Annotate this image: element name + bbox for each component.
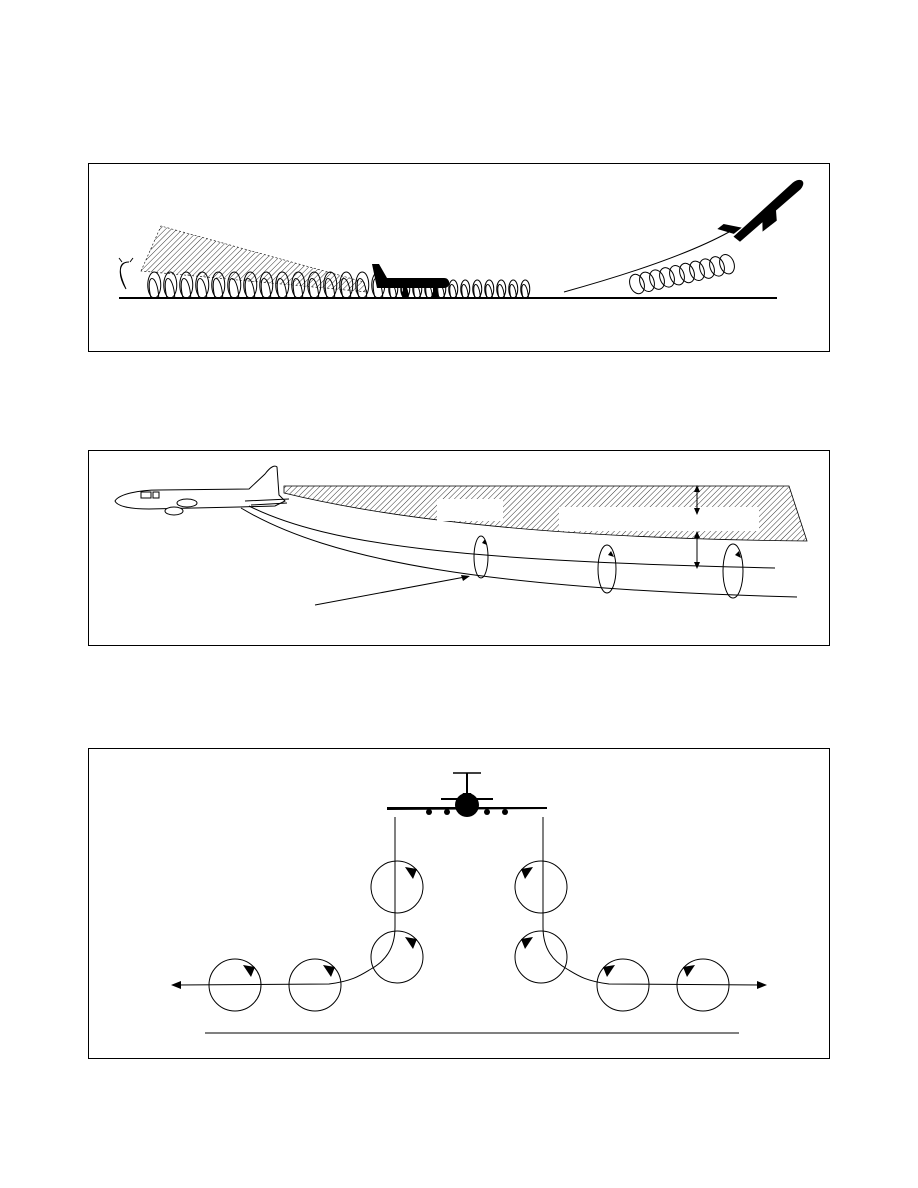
wake-descent-panel	[88, 450, 830, 646]
ground-vortex-loop	[496, 279, 507, 299]
vortex-circle	[514, 930, 568, 984]
ground-vortex-loop	[472, 279, 483, 299]
ground-vortex-loop	[164, 278, 176, 299]
vortex-ring-1-arrow	[482, 539, 487, 545]
rotation-arrowhead	[521, 867, 533, 879]
climb-path	[563, 231, 730, 293]
climb-vortex-coil	[699, 258, 715, 279]
climb-vortex-coil	[669, 265, 685, 286]
ground-vortex-loop	[260, 278, 272, 299]
ground-vortex-loop	[212, 278, 224, 299]
departing-aircraft-icon	[717, 179, 804, 242]
taxi-aircraft-icon	[372, 264, 450, 299]
ground-vortex-loop	[211, 271, 226, 299]
ground-vortex-loop	[276, 278, 288, 299]
ground-vortex-loop	[521, 284, 529, 299]
rotation-arrowhead	[405, 867, 417, 879]
vortex-circle	[676, 958, 730, 1012]
ground-vortex-loop	[275, 271, 290, 299]
pointer-arrowhead	[461, 575, 470, 581]
vortex-circle	[370, 860, 424, 914]
ground-vortex-loop	[508, 279, 519, 299]
right-vortex-path	[542, 817, 762, 986]
climb-vortex-coil	[709, 256, 725, 277]
ground-vortex-loop	[460, 279, 471, 299]
ground-vortex-loop	[484, 279, 495, 299]
ground-vortex-loop	[291, 271, 306, 299]
ground-vortex-loop	[324, 278, 336, 299]
vortex-loop-isolated	[118, 257, 134, 290]
climb-vortex-coil	[689, 260, 705, 281]
ground-vortex-loop	[448, 279, 459, 299]
ground-vortex-loop	[196, 278, 208, 299]
ground-vortex-loop	[163, 271, 178, 299]
rotation-arrowhead	[323, 965, 335, 977]
wake-descent-diagram	[114, 465, 808, 606]
ground-vortex-loop	[520, 279, 531, 299]
ground-vortex-loop	[179, 271, 194, 299]
rotation-arrowhead	[243, 965, 255, 977]
ground-vortex-loop	[356, 278, 368, 299]
vortex-ring-2	[597, 544, 617, 594]
vortex-path-lower	[240, 507, 798, 598]
ground-vortex-loop	[509, 284, 517, 299]
rotation-arrowhead	[603, 965, 615, 977]
ground-vortex-loop	[292, 278, 304, 299]
vortex-circle	[208, 958, 262, 1012]
climb-vortex-coil	[649, 269, 665, 290]
ground-vortex-loop	[449, 284, 457, 299]
vortex-spread-diagram	[171, 772, 767, 1034]
ground-vortex-loop	[340, 278, 352, 299]
vortex-circle	[596, 958, 650, 1012]
vortex-ring-3-arrow	[735, 551, 741, 558]
left-spread-arrowhead	[171, 981, 181, 989]
ground-vortex-loop	[147, 271, 162, 299]
rotation-arrowhead	[405, 937, 417, 949]
jet-aircraft-icon	[114, 465, 290, 516]
climb-vortex-coil	[659, 267, 675, 288]
label-box-1	[437, 499, 503, 521]
rotation-arrowhead	[521, 937, 533, 949]
vortex-spread-panel	[88, 748, 830, 1059]
vortex-ring-3	[722, 543, 744, 599]
ground-vortex-loop	[148, 278, 160, 299]
ground-vortex-loop	[195, 271, 210, 299]
ground-vortex-loop	[355, 271, 370, 299]
ground-vortex-loop	[307, 271, 322, 299]
ground-vortex-loop	[461, 284, 469, 299]
vortex-circle	[288, 958, 342, 1012]
ground-vortex-loop	[323, 271, 338, 299]
climb-vortex-coil	[679, 262, 695, 284]
vortex-circle	[370, 930, 424, 984]
left-vortex-path	[176, 817, 396, 986]
front-view-aircraft-icon	[387, 772, 547, 817]
vortex-path-upper	[248, 505, 776, 569]
ground-vortex-loop	[485, 284, 493, 299]
ground-vortex-loop	[243, 271, 258, 299]
ground-vortex-loop	[180, 278, 192, 299]
ground-vortex-loop	[259, 271, 274, 299]
ground-wake-panel	[88, 163, 830, 352]
ground-vortex-loop	[339, 271, 354, 299]
vortex-circles	[208, 860, 730, 1012]
ground-vortex-loop	[227, 271, 242, 299]
ground-vortex-loop	[497, 284, 505, 299]
climb-vortex-coils	[629, 254, 735, 295]
vortex-ring-1	[473, 535, 489, 579]
right-spread-arrowhead	[757, 981, 767, 989]
wake-hatch-region	[140, 225, 368, 293]
climb-vortex-coil	[629, 273, 645, 295]
ground-wake-diagram	[118, 179, 804, 299]
ground-vortex-loop	[308, 278, 320, 299]
rotation-arrowhead	[683, 965, 695, 977]
ground-vortex-loop	[244, 278, 256, 299]
pointer-line	[314, 576, 466, 606]
label-box-2	[559, 507, 759, 531]
vortex-ring-2-arrow	[608, 551, 614, 557]
ground-vortex-loop	[473, 284, 481, 299]
climb-vortex-coil	[719, 254, 735, 275]
climb-vortex-coil	[639, 271, 655, 292]
ground-vortex-loop	[228, 278, 240, 299]
vortex-circle	[514, 860, 568, 914]
